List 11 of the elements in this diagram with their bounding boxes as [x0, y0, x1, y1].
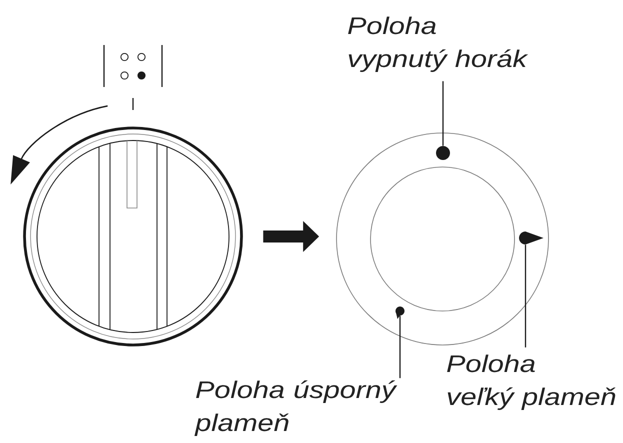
position-dot [436, 146, 450, 160]
dial-ring [336, 132, 549, 346]
position-pointer [519, 232, 544, 244]
position-dot [396, 306, 404, 319]
position-label: Poloha veľký plameň [447, 354, 616, 410]
leader-line [524, 244, 526, 348]
leader-line [399, 316, 401, 378]
leader-line [442, 81, 444, 146]
control-knob [23, 126, 243, 346]
position-label: Poloha vypnutý horák [348, 16, 528, 72]
position-label: Poloha úsporný plameň [194, 380, 398, 436]
